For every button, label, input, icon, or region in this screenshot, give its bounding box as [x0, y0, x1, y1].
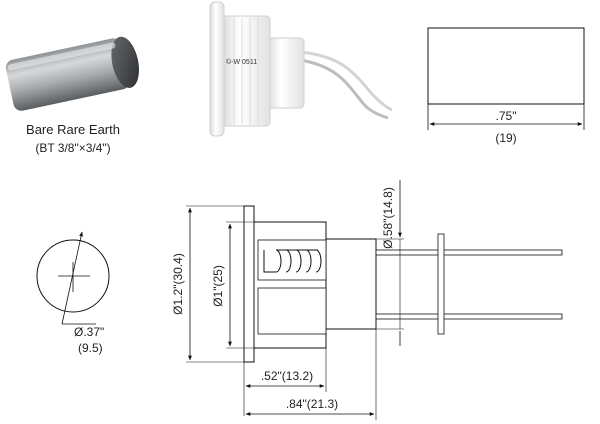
spring-coil — [263, 249, 322, 273]
magnet-spec: (BT 3/8"×3/4") — [35, 141, 110, 155]
magnet-photo — [5, 36, 140, 111]
section-view: Ø1.2"(30.4) Ø1"(25) Ø.58"(14.8) .52"(13.… — [171, 180, 563, 420]
body-depth: .52"(13.2) — [261, 369, 313, 383]
magnet-name: Bare Rare Earth — [26, 122, 120, 137]
bore-dim-mm: (9.5) — [78, 341, 103, 355]
magnet-length-in: .75" — [496, 109, 517, 123]
tube-diameter: Ø.58"(14.8) — [381, 187, 395, 249]
overall-depth: .84"(21.3) — [286, 397, 338, 411]
magnet-length-mm: (19) — [495, 131, 516, 145]
body-diameter: Ø1"(25) — [211, 265, 225, 307]
end-view: Ø.37" (9.5) — [36, 231, 110, 355]
bore-dim-in: Ø.37" — [74, 325, 104, 339]
magnet-side-view: .75" (19) — [427, 27, 585, 145]
flange-diameter: Ø1.2"(30.4) — [171, 253, 185, 315]
contact-photo: ©-W 0511 — [209, 1, 393, 137]
contact-marking: ©-W 0511 — [226, 58, 257, 66]
